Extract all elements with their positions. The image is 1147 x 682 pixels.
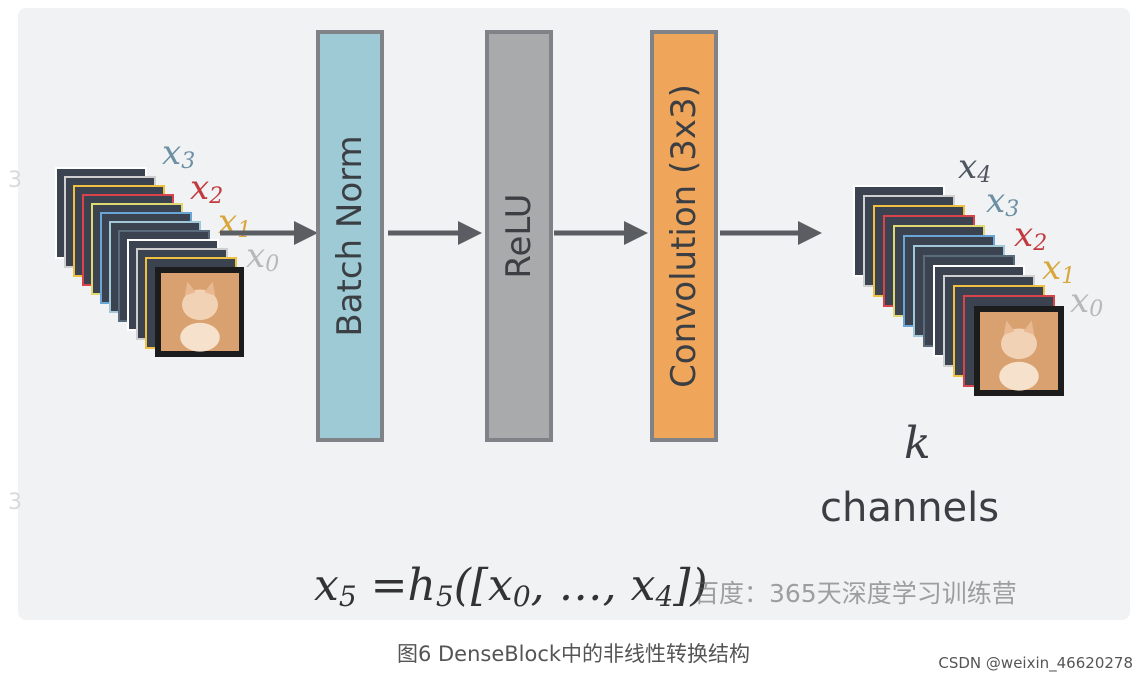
output-label-x2: x2	[1014, 215, 1048, 256]
output-feature-stack	[852, 184, 1072, 406]
kitten-image	[974, 306, 1064, 396]
input-label-x0: x0	[246, 236, 280, 277]
input-label-x3: x3	[162, 133, 196, 174]
arrow-convolution-to-output	[720, 221, 822, 245]
relu-label: ReLU	[499, 193, 539, 279]
convolution-label: Convolution (3x3)	[664, 84, 704, 388]
arrow-input-to-batchnorm	[220, 221, 318, 245]
input-feature-stack	[54, 166, 245, 361]
batch-norm-label: Batch Norm	[330, 135, 370, 337]
credit-text: CSDN @weixin_46620278	[938, 654, 1133, 672]
ghost-mark: 3	[8, 168, 22, 193]
k-label: k	[904, 418, 931, 469]
output-label-x3: x3	[986, 181, 1020, 222]
convolution-block: Convolution (3x3)	[650, 30, 718, 442]
batch-norm-block: Batch Norm	[316, 30, 384, 442]
output-label-x4: x4	[958, 147, 992, 188]
output-stack-svg	[853, 185, 1064, 396]
channels-label: channels	[820, 485, 1000, 531]
input-stack-svg	[55, 167, 245, 357]
kitten-image	[155, 267, 245, 357]
figure-caption: 图6 DenseBlock中的非线性转换结构	[396, 642, 751, 666]
ghost-mark: 3	[8, 490, 22, 515]
output-label-x1: x1	[1042, 248, 1076, 289]
arrow-relu-to-convolution	[554, 221, 648, 245]
output-label-x0: x0	[1070, 281, 1104, 322]
formula: x5 =h5([x0, …, x4])	[314, 560, 708, 613]
arrow-batchnorm-to-relu	[388, 221, 482, 245]
watermark: 百度：365天深度学习训练营	[694, 579, 1017, 608]
input-label-x2: x2	[190, 168, 224, 209]
slide-image: 3 3 x3 x2 x1 x0 Batch Norm ReLU Convolut	[8, 8, 1130, 620]
relu-block: ReLU	[485, 30, 553, 442]
